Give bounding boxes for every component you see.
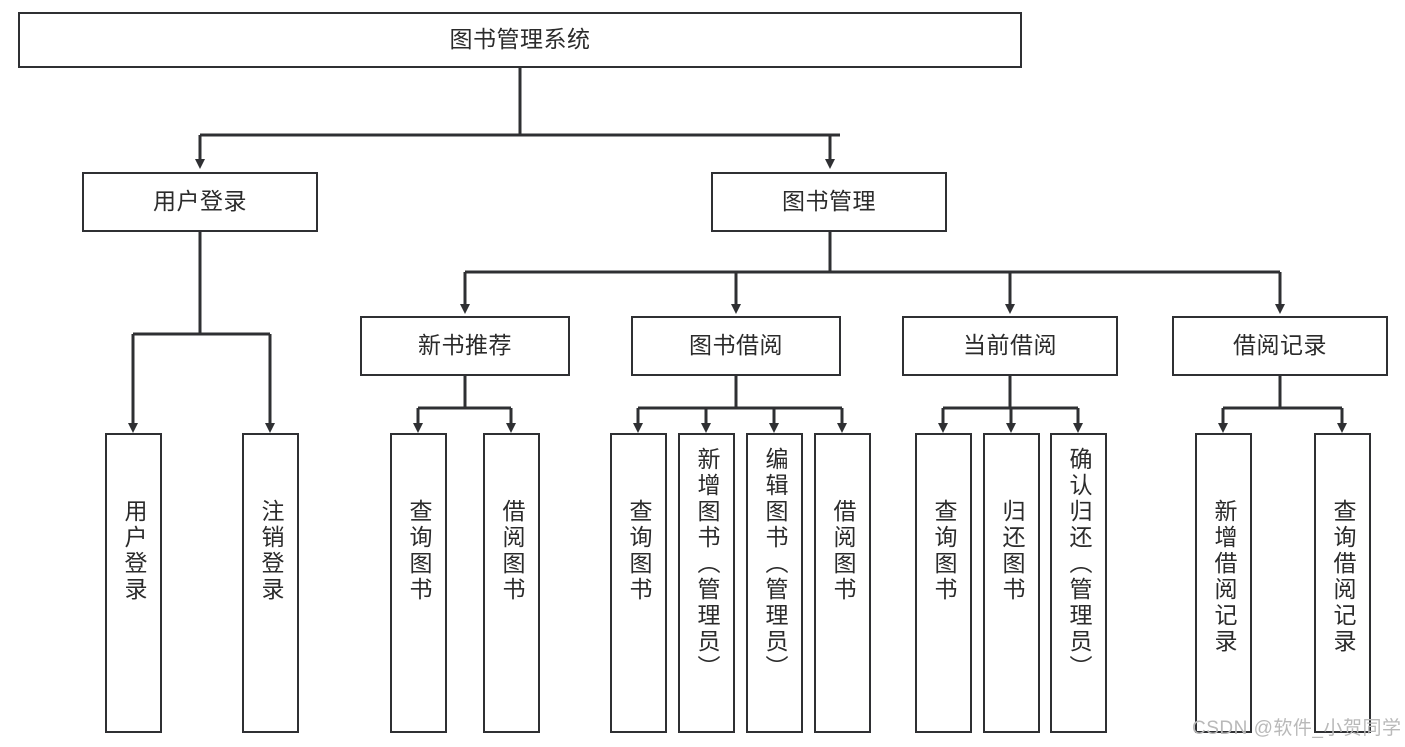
node-label: 用户登录 bbox=[153, 188, 247, 215]
node-new-book-recommend[interactable]: 新书推荐 bbox=[360, 316, 570, 376]
node-label: 当前借阅 bbox=[963, 332, 1057, 359]
node-label: 查询图书 bbox=[931, 499, 957, 603]
node-label: 借阅图书 bbox=[830, 499, 856, 603]
node-label: 注销登录 bbox=[258, 499, 284, 603]
node-leaf-add-record[interactable]: 新增借阅记录 bbox=[1195, 433, 1252, 733]
node-leaf-user-login[interactable]: 用户登录 bbox=[105, 433, 162, 733]
node-label: 查询图书 bbox=[406, 499, 432, 603]
node-leaf-confirm-return[interactable]: 确认归还（管理员） bbox=[1050, 433, 1107, 733]
node-leaf-borrow-book-1[interactable]: 借阅图书 bbox=[483, 433, 540, 733]
node-leaf-return-book[interactable]: 归还图书 bbox=[983, 433, 1040, 733]
csdn-watermark: CSDN @软件_小贺同学 bbox=[1192, 718, 1402, 739]
node-label: 图书借阅 bbox=[689, 332, 783, 359]
node-label: 图书管理系统 bbox=[449, 26, 591, 53]
node-leaf-query-record[interactable]: 查询借阅记录 bbox=[1314, 433, 1371, 733]
node-borrow-record[interactable]: 借阅记录 bbox=[1172, 316, 1388, 376]
node-user-login[interactable]: 用户登录 bbox=[82, 172, 318, 232]
node-label: 归还图书 bbox=[999, 499, 1025, 603]
node-leaf-borrow-book-2[interactable]: 借阅图书 bbox=[814, 433, 871, 733]
node-label: 用户登录 bbox=[121, 499, 147, 603]
node-leaf-query-book-3[interactable]: 查询图书 bbox=[915, 433, 972, 733]
node-label: 借阅记录 bbox=[1233, 332, 1327, 359]
node-label: 编辑图书（管理员） bbox=[762, 447, 788, 681]
node-label: 新增图书（管理员） bbox=[694, 447, 720, 681]
node-label: 图书管理 bbox=[782, 188, 876, 215]
node-book-borrow[interactable]: 图书借阅 bbox=[631, 316, 841, 376]
node-system-root[interactable]: 图书管理系统 bbox=[18, 12, 1022, 68]
node-leaf-query-book-2[interactable]: 查询图书 bbox=[610, 433, 667, 733]
node-label: 查询图书 bbox=[626, 499, 652, 603]
node-current-borrow[interactable]: 当前借阅 bbox=[902, 316, 1118, 376]
node-label: 新书推荐 bbox=[418, 332, 512, 359]
node-label: 确认归还（管理员） bbox=[1066, 447, 1092, 681]
node-label: 查询借阅记录 bbox=[1330, 499, 1356, 655]
node-label: 借阅图书 bbox=[499, 499, 525, 603]
node-book-management[interactable]: 图书管理 bbox=[711, 172, 947, 232]
node-leaf-edit-book[interactable]: 编辑图书（管理员） bbox=[746, 433, 803, 733]
node-leaf-add-book[interactable]: 新增图书（管理员） bbox=[678, 433, 735, 733]
node-leaf-query-book-1[interactable]: 查询图书 bbox=[390, 433, 447, 733]
node-label: 新增借阅记录 bbox=[1211, 499, 1237, 655]
node-leaf-logout[interactable]: 注销登录 bbox=[242, 433, 299, 733]
